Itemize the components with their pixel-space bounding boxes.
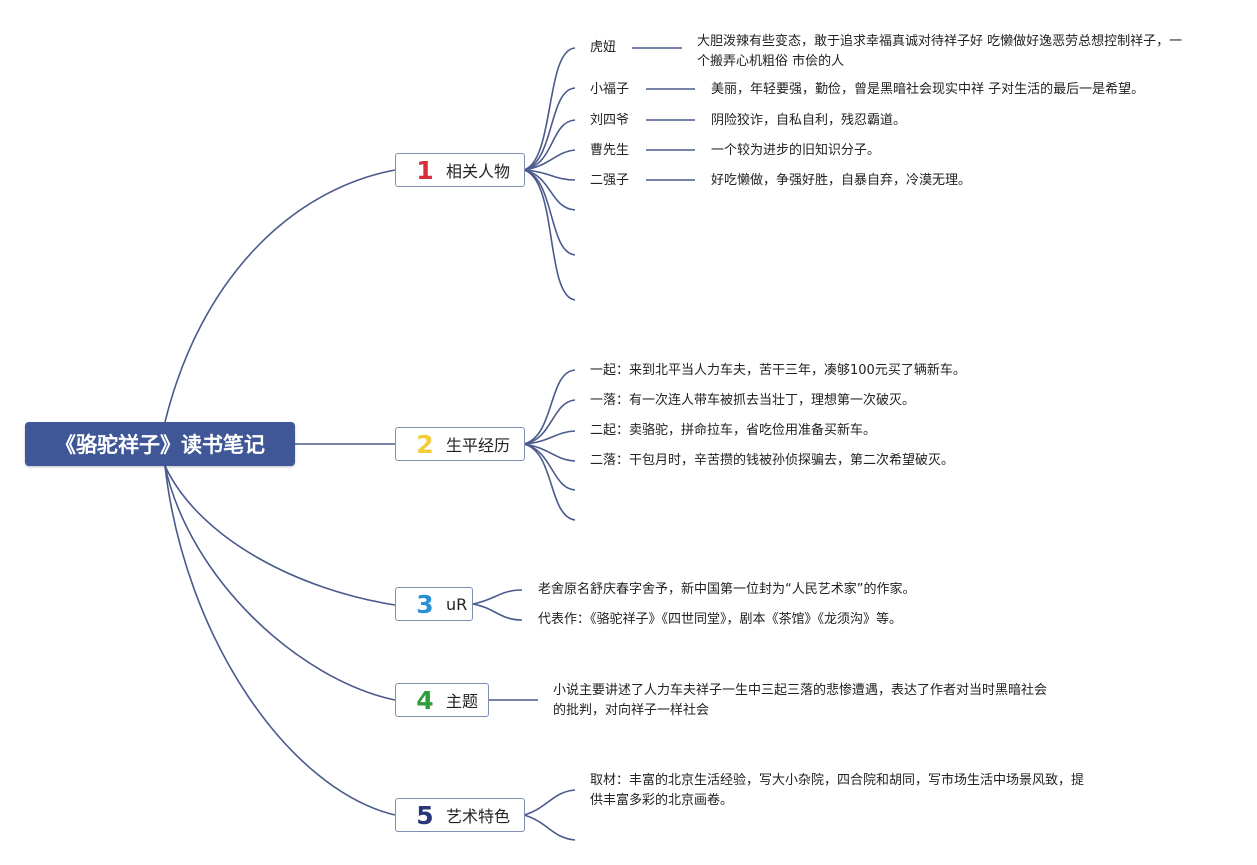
character-description[interactable]: 一个较为进步的旧知识分子。 [711,143,881,158]
character-name[interactable]: 虎妞 [590,40,617,55]
character-name[interactable]: 二强子 [590,173,630,188]
connector-b2-leaf-3 [523,430,576,445]
connector-b5-leaf-1 [523,789,576,816]
author-info[interactable]: 老舍原名舒庆春字舍予，新中国第一位封为“人民艺术家”的作家。 [538,582,916,597]
character-description[interactable]: 美丽，年轻要强，勤俭，曾是黑暗社会现实中祥 子对生活的最后一是希望。 [711,82,1145,97]
art-feature[interactable]: 取材：丰富的北京生活经验，写大小杂院，四合院和胡同，写市场生活中场景风致，提供丰… [590,773,1085,808]
connector-root-branch-4 [164,465,396,701]
number-1-icon: 1 [416,155,434,185]
character-name[interactable]: 刘四爷 [590,113,630,128]
number-5-icon: 5 [416,800,434,830]
number-4-icon: 4 [416,685,434,715]
branch-characters[interactable]: 1 相关人物 [395,153,525,187]
central-topic[interactable]: 《骆驼祥子》读书笔记 [25,422,295,466]
connector-b1-leaf-5 [523,169,576,181]
connector-b1-leaf-3 [523,119,576,171]
branch-art-features[interactable]: 5 艺术特色 [395,798,525,832]
character-description[interactable]: 大胆泼辣有些变态，敢于追求幸福真诚对待祥子好 吃懒做好逸恶劳总想控制祥子，一个搬… [697,34,1183,69]
character-name[interactable]: 曹先生 [590,143,630,158]
branch-label: 生平经历 [446,436,511,455]
character-name[interactable]: 小福子 [590,82,630,97]
number-3-icon: 3 [416,589,434,619]
life-event[interactable]: 一起：来到北平当人力车夫，苦干三年，凑够100元买了辆新车。 [590,363,966,378]
connector-b1-leaf-4 [523,149,576,171]
connector-b1-leaf-1 [523,47,576,171]
connector-root-branch-3 [164,465,396,606]
connector-b3-leaf-1 [472,589,523,605]
character-description[interactable]: 好吃懒做，争强好胜，自暴自弃，冷漠无理。 [711,173,972,188]
character-description[interactable]: 阴险狡诈，自私自利，残忍霸道。 [711,113,907,128]
branch-author[interactable]: 3 uR [395,587,473,621]
life-event[interactable]: 一落：有一次连人带车被抓去当壮丁，理想第一次破灭。 [590,393,916,408]
author-info[interactable]: 代表作：《骆驼祥子》《四世同堂》，剧本《茶馆》《龙须沟》等。 [538,612,903,627]
theme-text[interactable]: 小说主要讲述了人力车夫祥子一生中三起三落的悲惨遭遇，表达了作者对当时黑暗社会的批… [553,683,1048,718]
connector-b2-leaf-5 [523,443,576,491]
connector-b1-leaf-6 [523,169,576,211]
branch-life-experience[interactable]: 2 生平经历 [395,427,525,461]
connector-b1-leaf-8 [523,169,576,301]
life-event[interactable]: 二起：卖骆驼，拼命拉车，省吃俭用准备买新车。 [590,423,877,438]
connector-b2-leaf-2 [523,399,576,445]
life-event[interactable]: 二落：干包月时，辛苦攒的钱被孙侦探骗去，第二次希望破灭。 [590,453,955,468]
branch-theme[interactable]: 4 主题 [395,683,489,717]
number-2-icon: 2 [416,429,434,459]
connector-root-branch-5 [164,465,396,816]
connector-b2-leaf-1 [523,369,576,445]
branch-label: 相关人物 [446,162,511,181]
connector-b3-leaf-2 [472,603,523,621]
connector-b1-leaf-7 [523,169,576,256]
central-topic-label: 《骆驼祥子》读书笔记 [55,433,265,457]
connector-b2-leaf-6 [523,443,576,521]
connector-root-branch-1 [164,169,396,423]
connector-b1-leaf-2 [523,87,576,171]
branch-label: uR [446,594,468,614]
connector-b5-leaf-2 [523,814,576,841]
branch-label: 艺术特色 [446,807,511,826]
branch-label: 主题 [446,692,479,711]
